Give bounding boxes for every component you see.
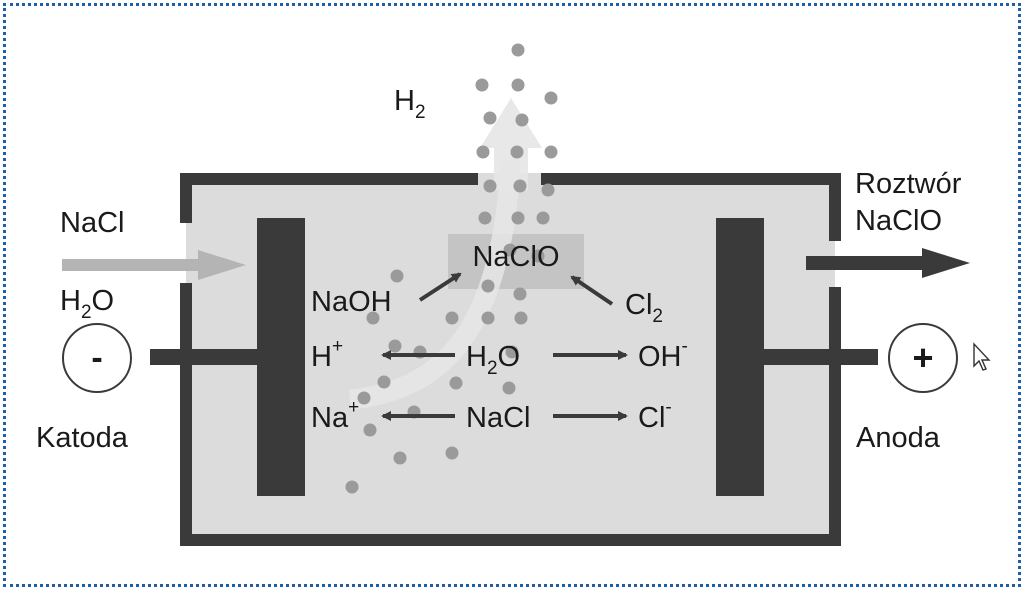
bubble bbox=[388, 339, 402, 353]
bubble bbox=[445, 311, 459, 325]
outflow-arrow bbox=[806, 248, 970, 278]
bubble bbox=[536, 211, 550, 225]
h2-up-arrow bbox=[480, 98, 542, 190]
bubble bbox=[511, 211, 525, 225]
bubble bbox=[377, 375, 391, 389]
anode-label: Anoda bbox=[856, 422, 941, 454]
bubble bbox=[481, 311, 495, 325]
bubble bbox=[483, 111, 497, 125]
dotted-frame bbox=[3, 3, 1021, 587]
na-plus-text: Na bbox=[311, 402, 349, 434]
bubble bbox=[445, 446, 459, 460]
bubble bbox=[366, 311, 380, 325]
oh-minus-text: OH bbox=[638, 341, 682, 373]
bubble bbox=[515, 113, 529, 127]
cathode-label: Katoda bbox=[36, 422, 129, 454]
output-label-line1: Roztwór bbox=[855, 168, 962, 200]
h2o-center-subscript: 2 bbox=[487, 358, 498, 379]
bubble bbox=[476, 145, 490, 159]
naclo-box bbox=[448, 234, 584, 289]
anode-lead bbox=[762, 349, 878, 365]
cl-minus-text: Cl bbox=[638, 402, 665, 434]
bubble bbox=[502, 381, 516, 395]
bubble bbox=[544, 91, 558, 105]
bubble bbox=[541, 183, 555, 197]
bubble bbox=[481, 279, 495, 293]
inflow-arrow bbox=[62, 250, 246, 280]
bubble bbox=[511, 43, 525, 57]
bubble bbox=[449, 376, 463, 390]
h2o-center-h: H bbox=[466, 341, 487, 373]
bubble bbox=[513, 287, 527, 301]
na-plus-superscript: + bbox=[348, 397, 359, 418]
h-plus-label: H+ bbox=[311, 336, 343, 373]
cl2-label: Cl2 bbox=[625, 289, 663, 327]
bubble bbox=[513, 179, 527, 193]
h2-gas-text: H bbox=[394, 85, 415, 117]
h2o-center-o: O bbox=[498, 341, 521, 373]
bubble bbox=[357, 391, 371, 405]
cathode-terminal bbox=[62, 323, 132, 393]
bubble bbox=[478, 211, 492, 225]
bubble bbox=[345, 480, 359, 494]
bubble bbox=[544, 145, 558, 159]
h2o-center-label: H2O bbox=[466, 341, 520, 379]
bubble bbox=[503, 243, 517, 257]
mouse-cursor-icon bbox=[973, 342, 991, 371]
anode-plate bbox=[716, 218, 764, 496]
na-plus-label: Na+ bbox=[311, 397, 359, 434]
anode-terminal bbox=[888, 323, 958, 393]
reaction-arrows bbox=[381, 272, 628, 421]
bubble bbox=[514, 311, 528, 325]
h2-gas-label: H2 bbox=[394, 85, 426, 123]
h-plus-superscript: + bbox=[332, 336, 343, 357]
cl2-subscript: 2 bbox=[652, 306, 663, 327]
cl-minus-label: Cl- bbox=[638, 397, 672, 434]
bubble bbox=[390, 269, 404, 283]
gas-bubbles bbox=[345, 43, 558, 494]
naclo-center-label: NaClO bbox=[472, 241, 559, 273]
nacl-input-label: NaCl bbox=[60, 207, 124, 239]
h2o-input-subscript: 2 bbox=[81, 302, 92, 323]
bubble bbox=[393, 451, 407, 465]
bubble bbox=[510, 145, 524, 159]
arrow-naoh-to-naclo bbox=[418, 272, 462, 302]
output-label-line2: NaClO bbox=[855, 205, 942, 237]
arrow-cl2-to-naclo bbox=[570, 275, 614, 306]
naoh-label: NaOH bbox=[311, 286, 392, 318]
bubble bbox=[505, 345, 519, 359]
h-plus-text: H bbox=[311, 341, 332, 373]
bubble bbox=[511, 78, 525, 92]
h2-gas-subscript: 2 bbox=[415, 102, 426, 123]
cathode-lead bbox=[150, 349, 260, 365]
cl-minus-superscript: - bbox=[665, 397, 671, 418]
cathode-sign: - bbox=[91, 339, 102, 377]
h2o-input-label: H2O bbox=[60, 285, 114, 323]
bubble bbox=[483, 179, 497, 193]
cl2-text: Cl bbox=[625, 289, 652, 321]
bubble bbox=[531, 249, 545, 263]
nacl-center-label: NaCl bbox=[466, 402, 530, 434]
h2o-input-h: H bbox=[60, 285, 81, 317]
bubble bbox=[475, 78, 489, 92]
h2o-input-o: O bbox=[92, 285, 115, 317]
anode-sign: + bbox=[912, 337, 933, 378]
oh-minus-superscript: - bbox=[682, 336, 688, 357]
oh-minus-label: OH- bbox=[638, 336, 688, 373]
cathode-plate bbox=[257, 218, 305, 496]
bubble bbox=[363, 423, 377, 437]
h2-flow-band bbox=[348, 159, 521, 410]
